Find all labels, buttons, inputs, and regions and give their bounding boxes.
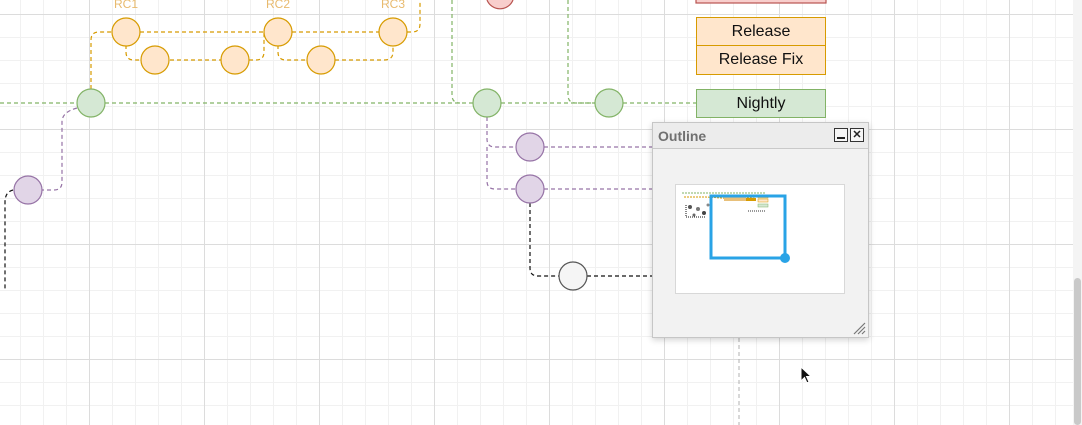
outline-panel[interactable]: Outline ✕ — [652, 122, 869, 338]
arrow-pointer-icon — [800, 366, 813, 384]
release-branch-lines — [90, 0, 421, 103]
commit-node[interactable] — [306, 45, 336, 75]
rc2-label: RC2 — [265, 0, 291, 11]
commit-node[interactable] — [515, 174, 545, 204]
resize-grip-icon[interactable] — [852, 321, 866, 335]
commit-node[interactable] — [76, 88, 106, 118]
commit-node[interactable] — [594, 88, 624, 118]
close-icon[interactable]: ✕ — [850, 128, 864, 142]
commit-node[interactable] — [220, 45, 250, 75]
outline-preview[interactable] — [675, 184, 845, 294]
nightly-branch-lines — [0, 0, 696, 104]
outline-viewport-rect[interactable] — [709, 194, 787, 260]
nightly-label-box[interactable]: Nightly — [696, 89, 826, 118]
release-fix-label-box[interactable]: Release Fix — [696, 45, 826, 75]
rc3-label: RC3 — [380, 0, 406, 11]
commit-node[interactable] — [515, 132, 545, 162]
commit-node[interactable] — [472, 88, 502, 118]
feature-commits — [13, 132, 545, 205]
hotfix-commit-node[interactable] — [486, 0, 514, 10]
outline-title: Outline — [658, 128, 707, 144]
commit-node[interactable] — [13, 175, 43, 205]
outline-title-bar[interactable]: Outline ✕ — [653, 123, 868, 149]
release-label-box[interactable]: Release — [696, 17, 826, 46]
hotfix-label-box[interactable] — [695, 0, 827, 4]
nightly-commits — [76, 88, 624, 118]
rc1-label: RC1 — [113, 0, 139, 11]
outline-thumbnail — [682, 192, 790, 263]
commit-node-rc2[interactable] — [263, 17, 293, 47]
commit-node[interactable] — [558, 261, 588, 291]
feature-branch-lines — [42, 107, 652, 191]
scrollbar-thumb[interactable] — [1074, 278, 1081, 425]
commit-node-rc1[interactable] — [111, 17, 141, 47]
hotfix-lines — [4, 189, 652, 290]
vertical-scrollbar[interactable] — [1073, 0, 1082, 425]
minimize-icon[interactable] — [834, 128, 848, 142]
commit-node[interactable] — [140, 45, 170, 75]
release-commits — [111, 17, 408, 75]
commit-node-rc3[interactable] — [378, 17, 408, 47]
viewport-resize-handle[interactable] — [780, 253, 790, 263]
